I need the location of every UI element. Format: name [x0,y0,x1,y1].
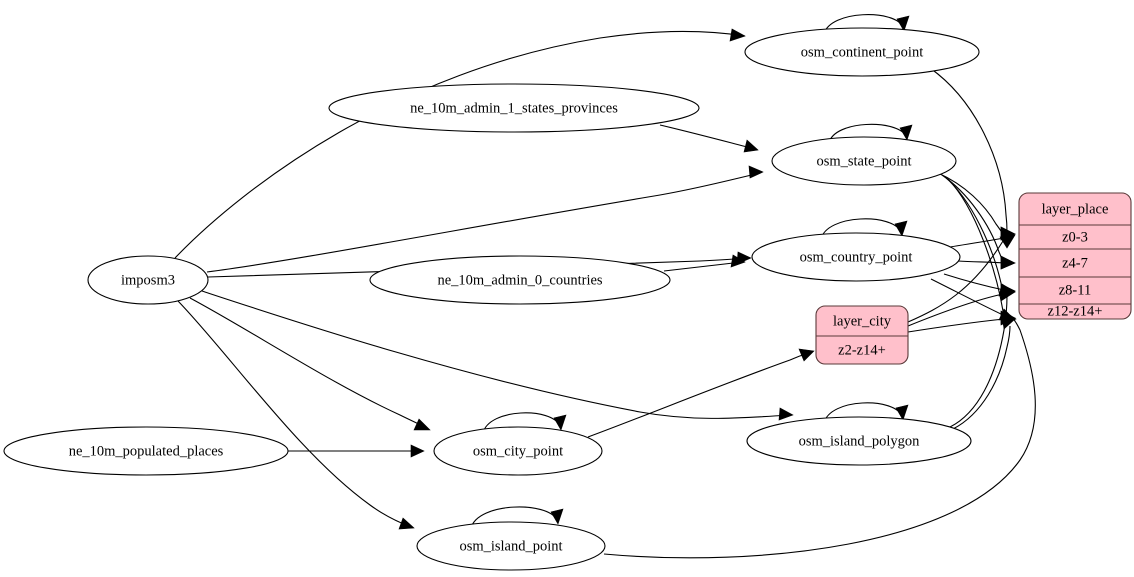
edge-osm_country_point-to-layer_place-z12-z14+ [930,278,1004,316]
arrowhead [410,444,425,458]
node-osm_state_point[interactable]: osm_state_point [771,136,957,186]
node-label: ne_10m_admin_1_states_provinces [410,100,618,116]
node-ne_10m_populated_places[interactable]: ne_10m_populated_places [3,426,289,476]
arrowhead [899,124,913,141]
arrowhead [1000,256,1016,270]
arrowhead [729,28,746,42]
arrowhead [896,15,910,32]
record-row-title: layer_place [1042,201,1109,217]
edge-ne_10m_admin_1_states_provinces-to-osm_state_point [659,124,756,150]
node-shape [416,521,606,571]
edge-osm_state_point-to-layer_place-z0-3 [937,172,1004,235]
edge-layer_city-to-layer_place-z0-3 [907,240,1004,323]
record-row-z0-3: z0-3 [1062,229,1088,245]
arrowhead [1002,310,1017,324]
node-osm_continent_point[interactable]: osm_continent_point [744,27,980,77]
node-label: imposm3 [121,272,175,288]
record-row-z8-11: z8-11 [1059,282,1091,298]
node-ne_10m_admin_0_countries[interactable]: ne_10m_admin_0_countries [369,255,671,305]
arrowhead [748,165,764,179]
node-ne_10m_admin_1_states_provinces[interactable]: ne_10m_admin_1_states_provinces [328,83,700,133]
node-shape [744,27,980,77]
node-shape [328,83,700,133]
node-label: osm_country_point [800,249,913,265]
record-row-title: layer_city [833,313,892,329]
arrowhead [413,418,431,431]
arrowhead [553,414,567,431]
arrowhead [778,407,794,421]
record-row-z4-7: z4-7 [1062,255,1088,271]
node-shape [87,255,209,305]
node-label: ne_10m_populated_places [69,443,224,459]
edge-self-loop-osm_state_point [828,123,907,144]
edge-osm_city_point-to-layer_city [587,354,804,438]
edge-self-loop-osm_island_point [470,506,558,529]
node-osm_city_point[interactable]: osm_city_point [433,426,603,476]
edge-layer [174,14,1036,559]
arrowhead [894,220,908,237]
arrowhead [730,254,746,268]
arrowhead [895,404,909,421]
node-osm_country_point[interactable]: osm_country_point [751,232,961,282]
edge-layer_city-to-layer_place-z8-11 [907,293,1004,327]
edge-layer_city-to-layer_place-z12-z14+ [907,318,1005,333]
node-osm_island_point[interactable]: osm_island_point [416,521,606,571]
node-shape [3,426,289,476]
node-label: osm_continent_point [801,44,923,60]
node-osm_island_polygon[interactable]: osm_island_polygon [746,416,972,466]
arrowhead [999,234,1016,249]
edge-osm_country_point-to-layer_place-z4-7 [957,260,1005,264]
node-shape [433,426,603,476]
record-node-layer_place[interactable]: layer_place z0-3 z4-7 z8-11 z12-z14+ [1018,192,1132,320]
node-layer: imposm3 ne_10m_admin_1_states_provinces … [3,27,980,571]
node-label: osm_island_point [459,538,562,554]
record-row-z12-z14plus: z12-z14+ [1048,303,1103,319]
edge-osm_island_point-to-layer_place-z12-z14+ [603,319,1036,559]
record-node-layer_city[interactable]: layer_city z2-z14+ [815,305,909,365]
edge-osm_continent_point-to-layer_place-z0-3 [929,67,1008,233]
node-label: osm_city_point [473,443,563,459]
edge-osm_island_polygon-to-layer_place-z8-11 [949,295,1008,428]
record-node-layer: layer_place z0-3 z4-7 z8-11 z12-z14+ lay… [815,192,1132,365]
arrowhead [743,139,759,153]
node-shape [771,136,957,186]
edge-osm_state_point-to-layer_place-z12-z14+ [947,178,1005,320]
record-row-z2-z14plus: z2-z14+ [838,342,886,358]
node-shape [746,416,972,466]
arrowhead [798,348,815,362]
node-label: osm_island_polygon [799,433,921,449]
arrowhead [398,517,415,530]
edge-imposm3-to-osm_island_point [177,300,412,528]
edge-osm_country_point-to-layer_place-z0-3 [949,237,1005,248]
arrowhead [550,508,564,525]
arrowhead [1000,287,1016,302]
edge-imposm3-to-osm_continent_point [174,30,746,259]
edge-imposm3-to-osm_island_polygon [201,290,791,419]
node-label: ne_10m_admin_0_countries [437,272,602,288]
node-shape [751,232,961,282]
edge-imposm3-to-osm_state_point [206,172,761,273]
edge-osm_country_point-to-layer_place-z8-11 [943,273,1005,291]
record-background [815,305,909,365]
edge-imposm3-to-osm_city_point [189,297,428,429]
node-label: osm_state_point [816,153,911,169]
edge-osm_island_polygon-to-layer_place-z12-z14+ [952,325,1011,430]
edge-ne_10m_admin_0_countries-to-osm_country_point [663,261,743,272]
node-shape [369,255,671,305]
node-imposm3[interactable]: imposm3 [87,255,209,305]
